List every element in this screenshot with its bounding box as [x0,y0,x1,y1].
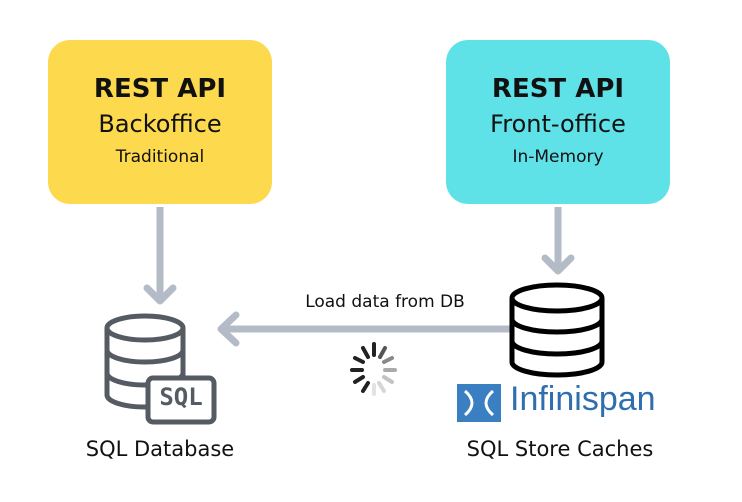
backoffice-api-subtitle: Backoffice [98,110,222,138]
sql-badge-icon [145,375,217,425]
sql-store-caches-caption: SQL Store Caches [466,437,654,461]
backoffice-api-title: REST API [93,74,227,104]
backoffice-api-box: REST API Backoffice Traditional [48,40,272,204]
loading-spinner-icon [350,342,397,396]
cache-database-icon [509,282,605,378]
arrow-backoffice-to-db [143,207,177,305]
frontoffice-api-subtitle: Front-office [490,110,626,138]
infinispan-logo-text: Infinispan [510,380,656,418]
frontoffice-api-note: In-Memory [512,147,604,167]
arrow-load-data [217,311,518,347]
arrow-frontoffice-to-cache [541,207,575,275]
sql-database-caption: SQL Database [85,437,235,461]
frontoffice-api-title: REST API [491,74,625,104]
load-data-label: Load data from DB [305,292,465,312]
infinispan-logo-icon [457,384,501,422]
backoffice-api-note: Traditional [115,147,205,167]
sql-badge-label: SQL [159,383,203,411]
frontoffice-api-box: REST API Front-office In-Memory [446,40,670,204]
